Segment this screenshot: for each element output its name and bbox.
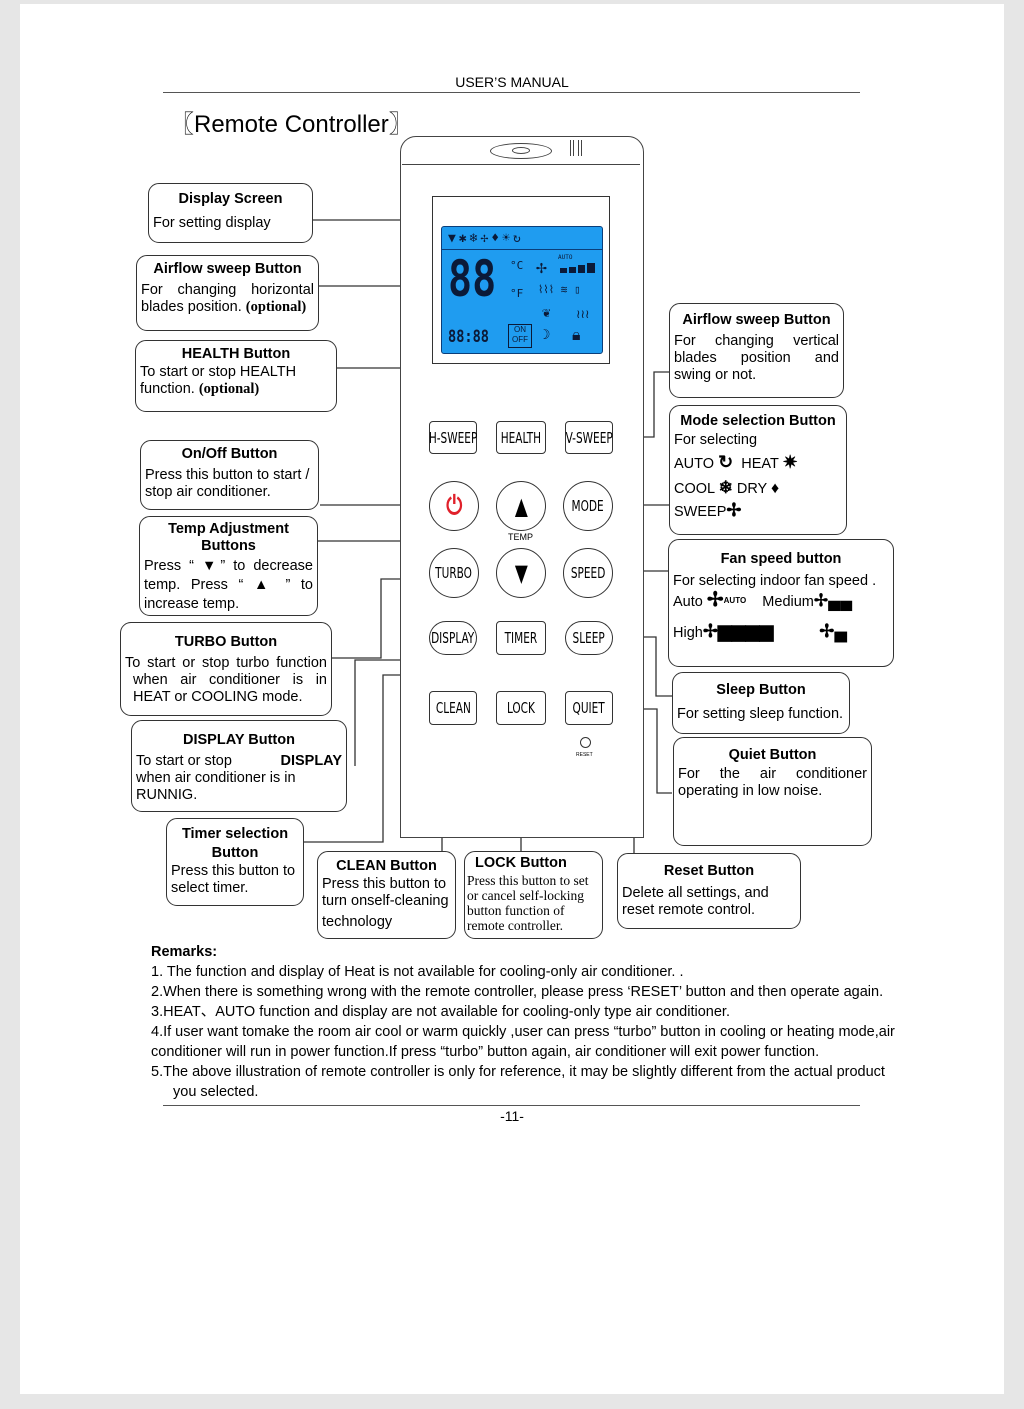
power-button[interactable]: ⏻ bbox=[429, 481, 479, 531]
callout-title: DISPLAY Button bbox=[183, 732, 295, 748]
auto-mode-icon: ↻ bbox=[718, 452, 734, 472]
health-button[interactable]: HEALTH bbox=[496, 421, 546, 454]
callout-lock: LOCK Button Press this button to set or … bbox=[464, 851, 603, 939]
callout-airflow-vertical: Airflow sweep Button For changing vertic… bbox=[669, 303, 844, 398]
turbo-button[interactable]: TURBO bbox=[429, 548, 479, 598]
heat-sun-icon: ✷ bbox=[782, 452, 798, 472]
mode-button[interactable]: MODE bbox=[563, 481, 613, 531]
callout-title: Sleep Button bbox=[716, 682, 806, 698]
lcd-mode-icons: ▼✱❄✢♦☀↻ bbox=[448, 231, 524, 246]
remark-2: 2.When there is something wrong with the… bbox=[151, 984, 884, 1000]
callout-title: Display Screen bbox=[178, 191, 283, 207]
page-header: USER’S MANUAL bbox=[455, 74, 569, 90]
callout-timer: Timer selection Button Press this button… bbox=[166, 818, 304, 906]
lock-button[interactable]: LOCK bbox=[496, 691, 546, 725]
callout-clean: CLEAN Button Press this button to turn o… bbox=[317, 851, 456, 939]
callout-health: HEALTH Button To start or stop HEALTH fu… bbox=[135, 340, 337, 412]
temp-label: TEMP bbox=[508, 532, 534, 542]
callout-title: HEALTH Button bbox=[181, 346, 291, 362]
triangle-down-icon: ▼ bbox=[514, 559, 528, 587]
h-sweep-button[interactable]: H-SWEEP bbox=[429, 421, 477, 454]
lcd-time-digits: 88:88 bbox=[448, 327, 489, 347]
fan-auto-icon: ✢ bbox=[706, 589, 724, 611]
lcd-sleep-icon: ☽ bbox=[542, 327, 551, 343]
temp-down-button[interactable]: ▼ bbox=[496, 548, 546, 598]
lcd-auto-tag: AUTO bbox=[558, 254, 573, 261]
callout-title: Mode selection Button bbox=[680, 413, 836, 429]
fan-high-icon: ✢▆▆▆▆ bbox=[702, 621, 774, 641]
v-sweep-button[interactable]: V-SWEEP bbox=[565, 421, 613, 454]
quiet-button[interactable]: QUIET bbox=[565, 691, 613, 725]
callout-title: Airflow sweep Button bbox=[153, 261, 302, 277]
lcd-health-icon: ❦ bbox=[542, 305, 551, 321]
lcd-swing-icon: ⌇⌇⌇ ≋ ▯ bbox=[538, 283, 581, 296]
callout-body: For setting display bbox=[153, 215, 271, 231]
callout-temp-adjustment: Temp Adjustment Buttons Press “ ▼” to de… bbox=[139, 516, 318, 616]
speed-button[interactable]: SPEED bbox=[563, 548, 613, 598]
lcd-unit-c: °C bbox=[510, 259, 524, 272]
callout-title: LOCK Button bbox=[475, 855, 567, 871]
timer-button[interactable]: TIMER bbox=[496, 621, 546, 655]
grip-lines bbox=[570, 140, 574, 156]
sweep-fan-icon: ✢ bbox=[726, 500, 742, 520]
callout-title: TURBO Button bbox=[174, 634, 278, 650]
lcd-display: ▼✱❄✢♦☀↻ 88 °C °F AUTO ✢ ⌇⌇⌇ ≋ ▯ 88:88 ON… bbox=[441, 226, 603, 354]
lcd-heater-icon: ≀≀≀ bbox=[576, 307, 590, 321]
display-button[interactable]: DISPLAY bbox=[429, 621, 477, 655]
clean-button[interactable]: CLEAN bbox=[429, 691, 477, 725]
power-icon: ⏻ bbox=[445, 490, 463, 521]
cool-snowflake-icon: ❄ bbox=[718, 478, 733, 497]
callout-title: CLEAN Button bbox=[336, 858, 437, 874]
remote-ir-head bbox=[402, 138, 640, 165]
remark-3: 3.HEAT、AUTO function and display are not… bbox=[151, 1004, 730, 1020]
dry-drop-icon: ♦ bbox=[771, 480, 780, 497]
callout-turbo: TURBO Button To start or stop turbo func… bbox=[120, 622, 332, 716]
remark-5-cont: you selected. bbox=[173, 1084, 259, 1100]
remarks-heading: Remarks: bbox=[151, 944, 218, 960]
display-screen-frame bbox=[432, 196, 610, 364]
callout-on-off: On/Off Button Press this button to start… bbox=[140, 440, 319, 510]
remarks-section: Remarks: 1. The function and display of … bbox=[151, 942, 911, 1102]
callout-title: On/Off Button bbox=[181, 446, 278, 462]
remark-1: 1. The function and display of Heat is n… bbox=[151, 964, 684, 980]
callout-title: Fan speed button bbox=[720, 551, 842, 567]
callout-fan-speed: Fan speed button For selecting indoor fa… bbox=[668, 539, 894, 667]
callout-quiet: Quiet Button For the air conditioner ope… bbox=[673, 737, 872, 846]
reset-button[interactable] bbox=[580, 737, 591, 748]
callout-title: Airflow sweep Button bbox=[682, 312, 831, 328]
reset-label: RESET bbox=[576, 752, 593, 758]
header-rule bbox=[163, 92, 860, 93]
fan-medium-icon: ✢▄▄ bbox=[813, 591, 853, 610]
ir-window bbox=[490, 143, 552, 159]
lcd-fan-icon: ✢ bbox=[536, 257, 547, 278]
callout-airflow-horizontal: Airflow sweep Button For changing horizo… bbox=[136, 255, 319, 331]
remark-4: 4.If user want tomake the room air cool … bbox=[151, 1024, 895, 1040]
callout-sleep: Sleep Button For setting sleep function. bbox=[672, 672, 850, 734]
remark-5: 5.The above illustration of remote contr… bbox=[151, 1064, 885, 1080]
lcd-lock-icon: 🔒︎ bbox=[572, 325, 581, 344]
temp-up-button[interactable]: ▲ bbox=[496, 481, 546, 531]
lcd-temp-digits: 88 bbox=[448, 250, 497, 308]
page-number: -11- bbox=[500, 1108, 524, 1124]
callout-display-screen: Display Screen For setting display bbox=[148, 183, 313, 243]
footer-rule bbox=[163, 1105, 860, 1106]
callout-reset: Reset Button Delete all settings, and re… bbox=[617, 853, 801, 929]
lcd-on-off: ON OFF bbox=[508, 324, 532, 348]
page-title: 〖Remote Controller〗 bbox=[170, 111, 413, 138]
lcd-fan-bars bbox=[560, 263, 598, 273]
fan-low-icon: ✢▄ bbox=[819, 621, 848, 641]
sleep-button[interactable]: SLEEP bbox=[565, 621, 613, 655]
triangle-up-icon: ▲ bbox=[514, 492, 528, 520]
callout-title: Quiet Button bbox=[728, 747, 817, 763]
callout-title: Reset Button bbox=[663, 863, 755, 879]
ir-lens bbox=[512, 147, 530, 154]
remark-4-cont: conditioner will run in power function.I… bbox=[151, 1044, 820, 1060]
lcd-unit-f: °F bbox=[510, 287, 524, 300]
callout-display-button: DISPLAY Button To start or stop DISPLAY … bbox=[131, 720, 347, 812]
callout-mode: Mode selection Button For selecting AUTO… bbox=[669, 405, 847, 535]
